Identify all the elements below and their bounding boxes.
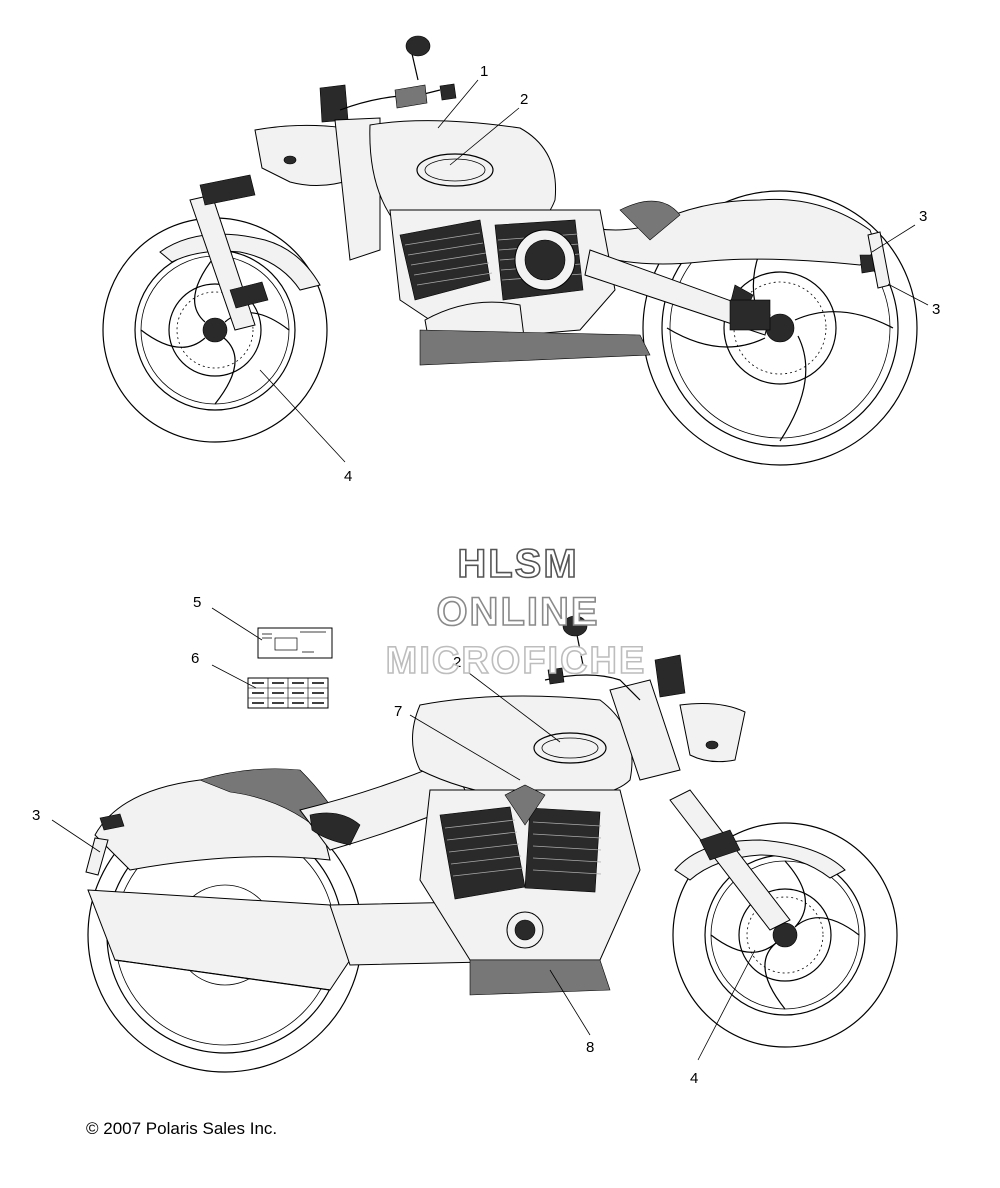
callout-3-top: 3 bbox=[919, 208, 927, 225]
callout-1: 1 bbox=[480, 63, 488, 80]
copyright-notice: © 2007 Polaris Sales Inc. bbox=[86, 1119, 278, 1138]
watermark: HLSM ONLINE MICROFICHE bbox=[385, 541, 647, 683]
callout-8: 8 bbox=[586, 1039, 594, 1056]
watermark-line-1: HLSM bbox=[457, 542, 578, 586]
decal-5-label bbox=[257, 627, 333, 659]
callout-2-bottom: 2 bbox=[453, 654, 461, 671]
front-wheel-bottom bbox=[672, 822, 898, 1048]
callout-7: 7 bbox=[394, 703, 402, 720]
leader-lines bbox=[51, 79, 929, 1061]
callout-3-rear: 3 bbox=[932, 301, 940, 318]
engine-top bbox=[389, 209, 651, 366]
engine-bottom bbox=[419, 784, 641, 996]
motorcycle-right-side bbox=[102, 35, 918, 466]
callout-3-bottom: 3 bbox=[32, 807, 40, 824]
watermark-line-3: MICROFICHE bbox=[386, 640, 647, 682]
decal-6-label bbox=[247, 677, 329, 709]
callout-6: 6 bbox=[191, 650, 199, 667]
callout-4-bottom: 4 bbox=[690, 1070, 698, 1087]
watermark-line-2: ONLINE bbox=[436, 590, 599, 634]
callout-2-top: 2 bbox=[520, 91, 528, 108]
callout-4-top: 4 bbox=[344, 468, 352, 485]
motorcycle-left-side bbox=[85, 615, 898, 1073]
callout-5: 5 bbox=[193, 594, 201, 611]
